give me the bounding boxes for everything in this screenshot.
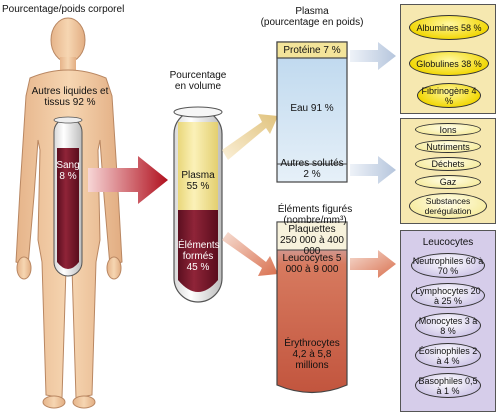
- solute-oval: Gaz: [415, 175, 481, 189]
- solute-oval: Ions: [415, 123, 481, 136]
- erythrocytes-label: Érythrocytes 4,2 à 5,8 millions: [284, 338, 340, 371]
- solutes-panel: Ions Nutriments Déchets Gaz Substances d…: [400, 118, 496, 224]
- arrow-solutes-to-panel: [350, 156, 396, 184]
- plasma-title: Plasma: [295, 6, 329, 17]
- protein-oval: Fibrinogène 4 %: [417, 83, 481, 108]
- plasma-other-solutes-label: Autres solutés 2 %: [280, 158, 344, 180]
- formed-elements-box: [276, 221, 348, 394]
- platelets-label: Plaquettes 250 000 à 400 000: [280, 224, 344, 257]
- leukocyte-oval: Neutrophiles 60 à 70 %: [411, 253, 485, 278]
- tube-title: Pourcentage en volume: [169, 70, 227, 92]
- body-blood-label: Sang 8 %: [56, 160, 80, 182]
- leukocytes-panel: Leucocytes Neutrophiles 60 à 70 % Lympho…: [400, 230, 496, 412]
- protein-oval: Globulines 38 %: [409, 51, 489, 76]
- leukocytes-label: Leucocytes 5 000 à 9 000: [282, 253, 342, 275]
- body-other-tissues-label: Autres liquides et tissus 92 %: [31, 86, 109, 108]
- solute-oval: Déchets: [415, 157, 481, 171]
- plasma-box: [276, 41, 348, 183]
- arrow-body-to-tube: [88, 156, 168, 204]
- plasma-protein-label: Protéine 7 %: [283, 45, 341, 56]
- leuko-panel-title: Leucocytes: [422, 237, 474, 248]
- leukocyte-oval: Monocytes 3 à 8 %: [415, 313, 481, 338]
- solute-oval: Nutriments: [415, 140, 481, 153]
- arrow-protein-to-panel: [350, 42, 396, 70]
- body-title: Pourcentage/poids corporel: [2, 4, 125, 15]
- arrow-leuko-to-panel: [350, 250, 396, 278]
- solute-oval: Substances derégulation: [409, 193, 487, 219]
- large-test-tube: [173, 106, 223, 303]
- leukocyte-oval: Éosinophiles 2 à 4 %: [415, 343, 481, 368]
- plasma-water-label: Eau 91 %: [290, 103, 334, 114]
- arrow-tube-to-elements: [222, 232, 278, 276]
- arrow-tube-to-plasma: [222, 114, 278, 160]
- protein-panel: Albumines 58 % Globulines 38 % Fibrinogè…: [400, 4, 496, 114]
- tube-plasma-label: Plasma 55 %: [181, 170, 215, 192]
- plasma-subtitle: (pourcentage en poids): [260, 17, 364, 28]
- body-blood-tube: [53, 116, 83, 277]
- protein-oval: Albumines 58 %: [409, 15, 489, 40]
- leukocyte-oval: Lymphocytes 20 à 25 %: [411, 283, 485, 308]
- tube-formed-label: Éléments formés 45 %: [178, 240, 220, 273]
- formed-elements-title: Éléments figurés (nombre/mm³): [277, 204, 353, 226]
- leukocyte-oval: Basophiles 0,5 à 1 %: [415, 373, 481, 398]
